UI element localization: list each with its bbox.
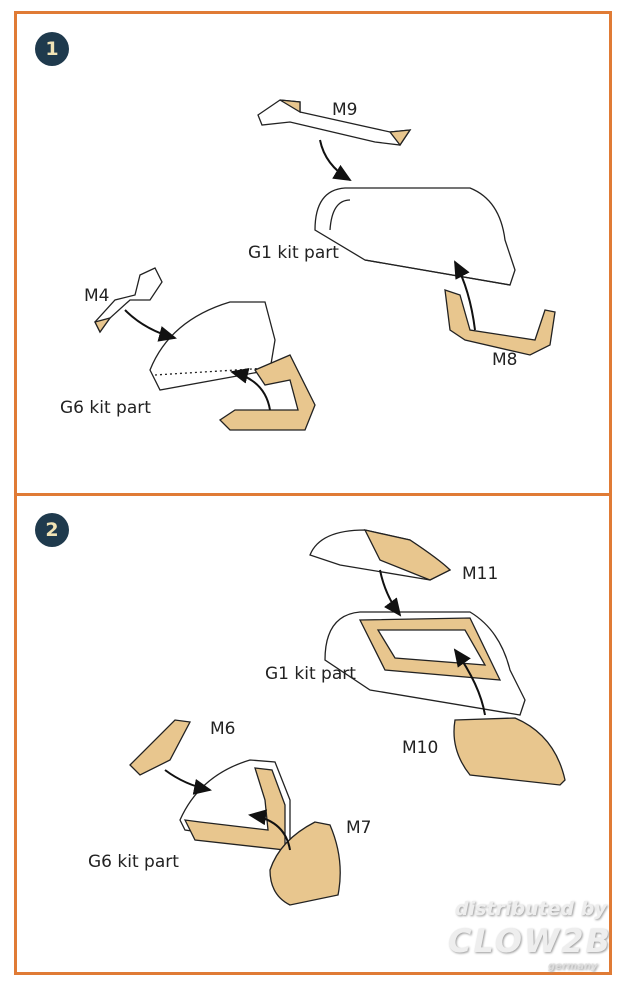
mask-m9-tab	[388, 129, 412, 147]
mask-m9-tab	[279, 99, 301, 114]
label-m10: M10	[402, 738, 439, 758]
mask-m11-tan	[363, 529, 452, 581]
label-g6-kit-part: G6 kit part	[88, 852, 179, 872]
g6-canopy-rivets	[154, 367, 269, 376]
label-g1-kit-part: G1 kit part	[248, 243, 339, 263]
label-m11: M11	[462, 564, 499, 584]
arrow	[454, 260, 476, 331]
mask-frame	[218, 354, 316, 431]
arrow	[248, 809, 291, 851]
label-g6-kit-part: G6 kit part	[60, 398, 151, 418]
g1-canopy-line	[364, 259, 511, 286]
arrow	[379, 569, 402, 617]
mask-m10	[453, 717, 566, 786]
g6-canopy-2-mask	[183, 767, 286, 851]
watermark-logo: CLOW2B	[448, 922, 612, 960]
step-2-panel	[14, 493, 612, 975]
arrow	[230, 368, 271, 411]
arrow	[453, 648, 486, 716]
label-m7: M7	[346, 818, 372, 838]
g1-canopy-line	[329, 199, 351, 231]
watermark-distributed-by: distributed by	[455, 898, 607, 920]
arrow	[124, 309, 177, 342]
g1-canopy	[314, 187, 516, 286]
label-m4: M4	[84, 286, 110, 306]
mask-m6	[129, 719, 192, 776]
label-m6: M6	[210, 719, 236, 739]
label-g1-kit-part: G1 kit part	[265, 664, 356, 684]
label-m9: M9	[332, 100, 358, 120]
arrow	[164, 769, 212, 795]
mask-m8	[444, 289, 556, 356]
arrow	[319, 139, 352, 182]
mask-m4-tab	[94, 316, 112, 334]
step-number-badge: 2	[35, 513, 69, 547]
watermark-country: germany	[548, 961, 598, 972]
g6-canopy	[149, 301, 276, 391]
label-m8: M8	[492, 350, 518, 370]
step-number-badge: 1	[35, 32, 69, 66]
